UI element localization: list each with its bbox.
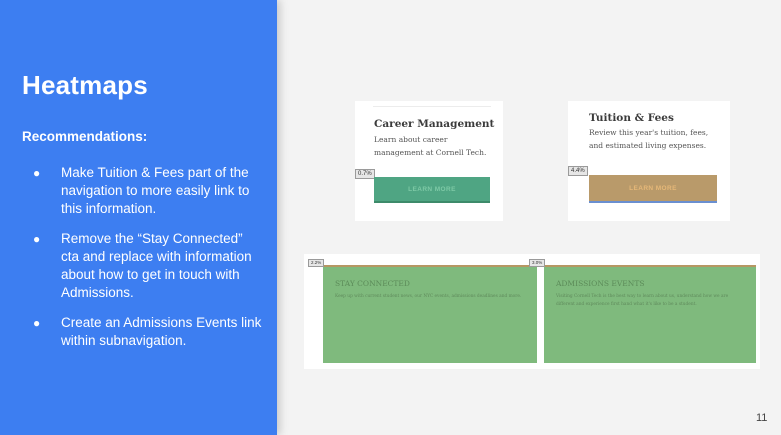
recommendation-text: Make Tuition & Fees part of the navigati… — [61, 165, 250, 216]
career-management-heatmap: Career Management Learn about career man… — [355, 101, 503, 221]
career-card-description: Learn about career management at Cornell… — [374, 135, 487, 157]
admissions-events-title: ADMISSIONS EVENTS — [556, 279, 645, 288]
admissions-events-description: Visiting Cornell Tech is the best way to… — [556, 294, 729, 307]
tuition-fees-heatmap: Tuition & Fees Review this year's tuitio… — [568, 101, 730, 221]
admissions-events-block[interactable] — [544, 265, 756, 363]
stay-connected-block[interactable] — [323, 265, 537, 363]
tuition-card-description: Review this year's tuition, fees, and es… — [589, 128, 709, 150]
bullet-icon: ● — [33, 316, 41, 330]
bullet-icon: ● — [33, 166, 41, 180]
career-card-title: Career Management — [374, 118, 495, 130]
tuition-learn-more-button[interactable]: LEARN MORE — [589, 175, 717, 203]
stay-connected-click-percent: 2.2% — [308, 259, 325, 267]
recommendations-list: ● Make Tuition & Fees part of the naviga… — [22, 164, 262, 362]
recommendation-item: ● Remove the “Stay Connected” cta and re… — [22, 230, 262, 302]
stay-connected-title: STAY CONNECTED — [335, 279, 410, 288]
recommendation-item: ● Make Tuition & Fees part of the naviga… — [22, 164, 262, 218]
stay-connected-description: Keep up with current student news, our N… — [335, 294, 522, 299]
career-learn-more-button[interactable]: LEARN MORE — [374, 177, 490, 203]
career-click-percent: 0.7% — [355, 169, 375, 179]
slide-title: Heatmaps — [22, 70, 148, 100]
card-divider — [373, 106, 491, 107]
bullet-icon: ● — [33, 232, 41, 246]
recommendations-heading: Recommendations: — [22, 129, 148, 144]
recommendations-panel: Heatmaps Recommendations: ● Make Tuition… — [0, 0, 277, 435]
admissions-events-click-percent: 3.0% — [529, 259, 546, 267]
page-number: 11 — [756, 412, 768, 424]
recommendation-text: Create an Admissions Events link within … — [61, 315, 262, 348]
recommendation-text: Remove the “Stay Connected” cta and repl… — [61, 231, 252, 300]
recommendation-item: ● Create an Admissions Events link withi… — [22, 314, 262, 350]
tuition-card-title: Tuition & Fees — [589, 112, 674, 124]
tuition-click-percent: 4.4% — [568, 166, 588, 176]
